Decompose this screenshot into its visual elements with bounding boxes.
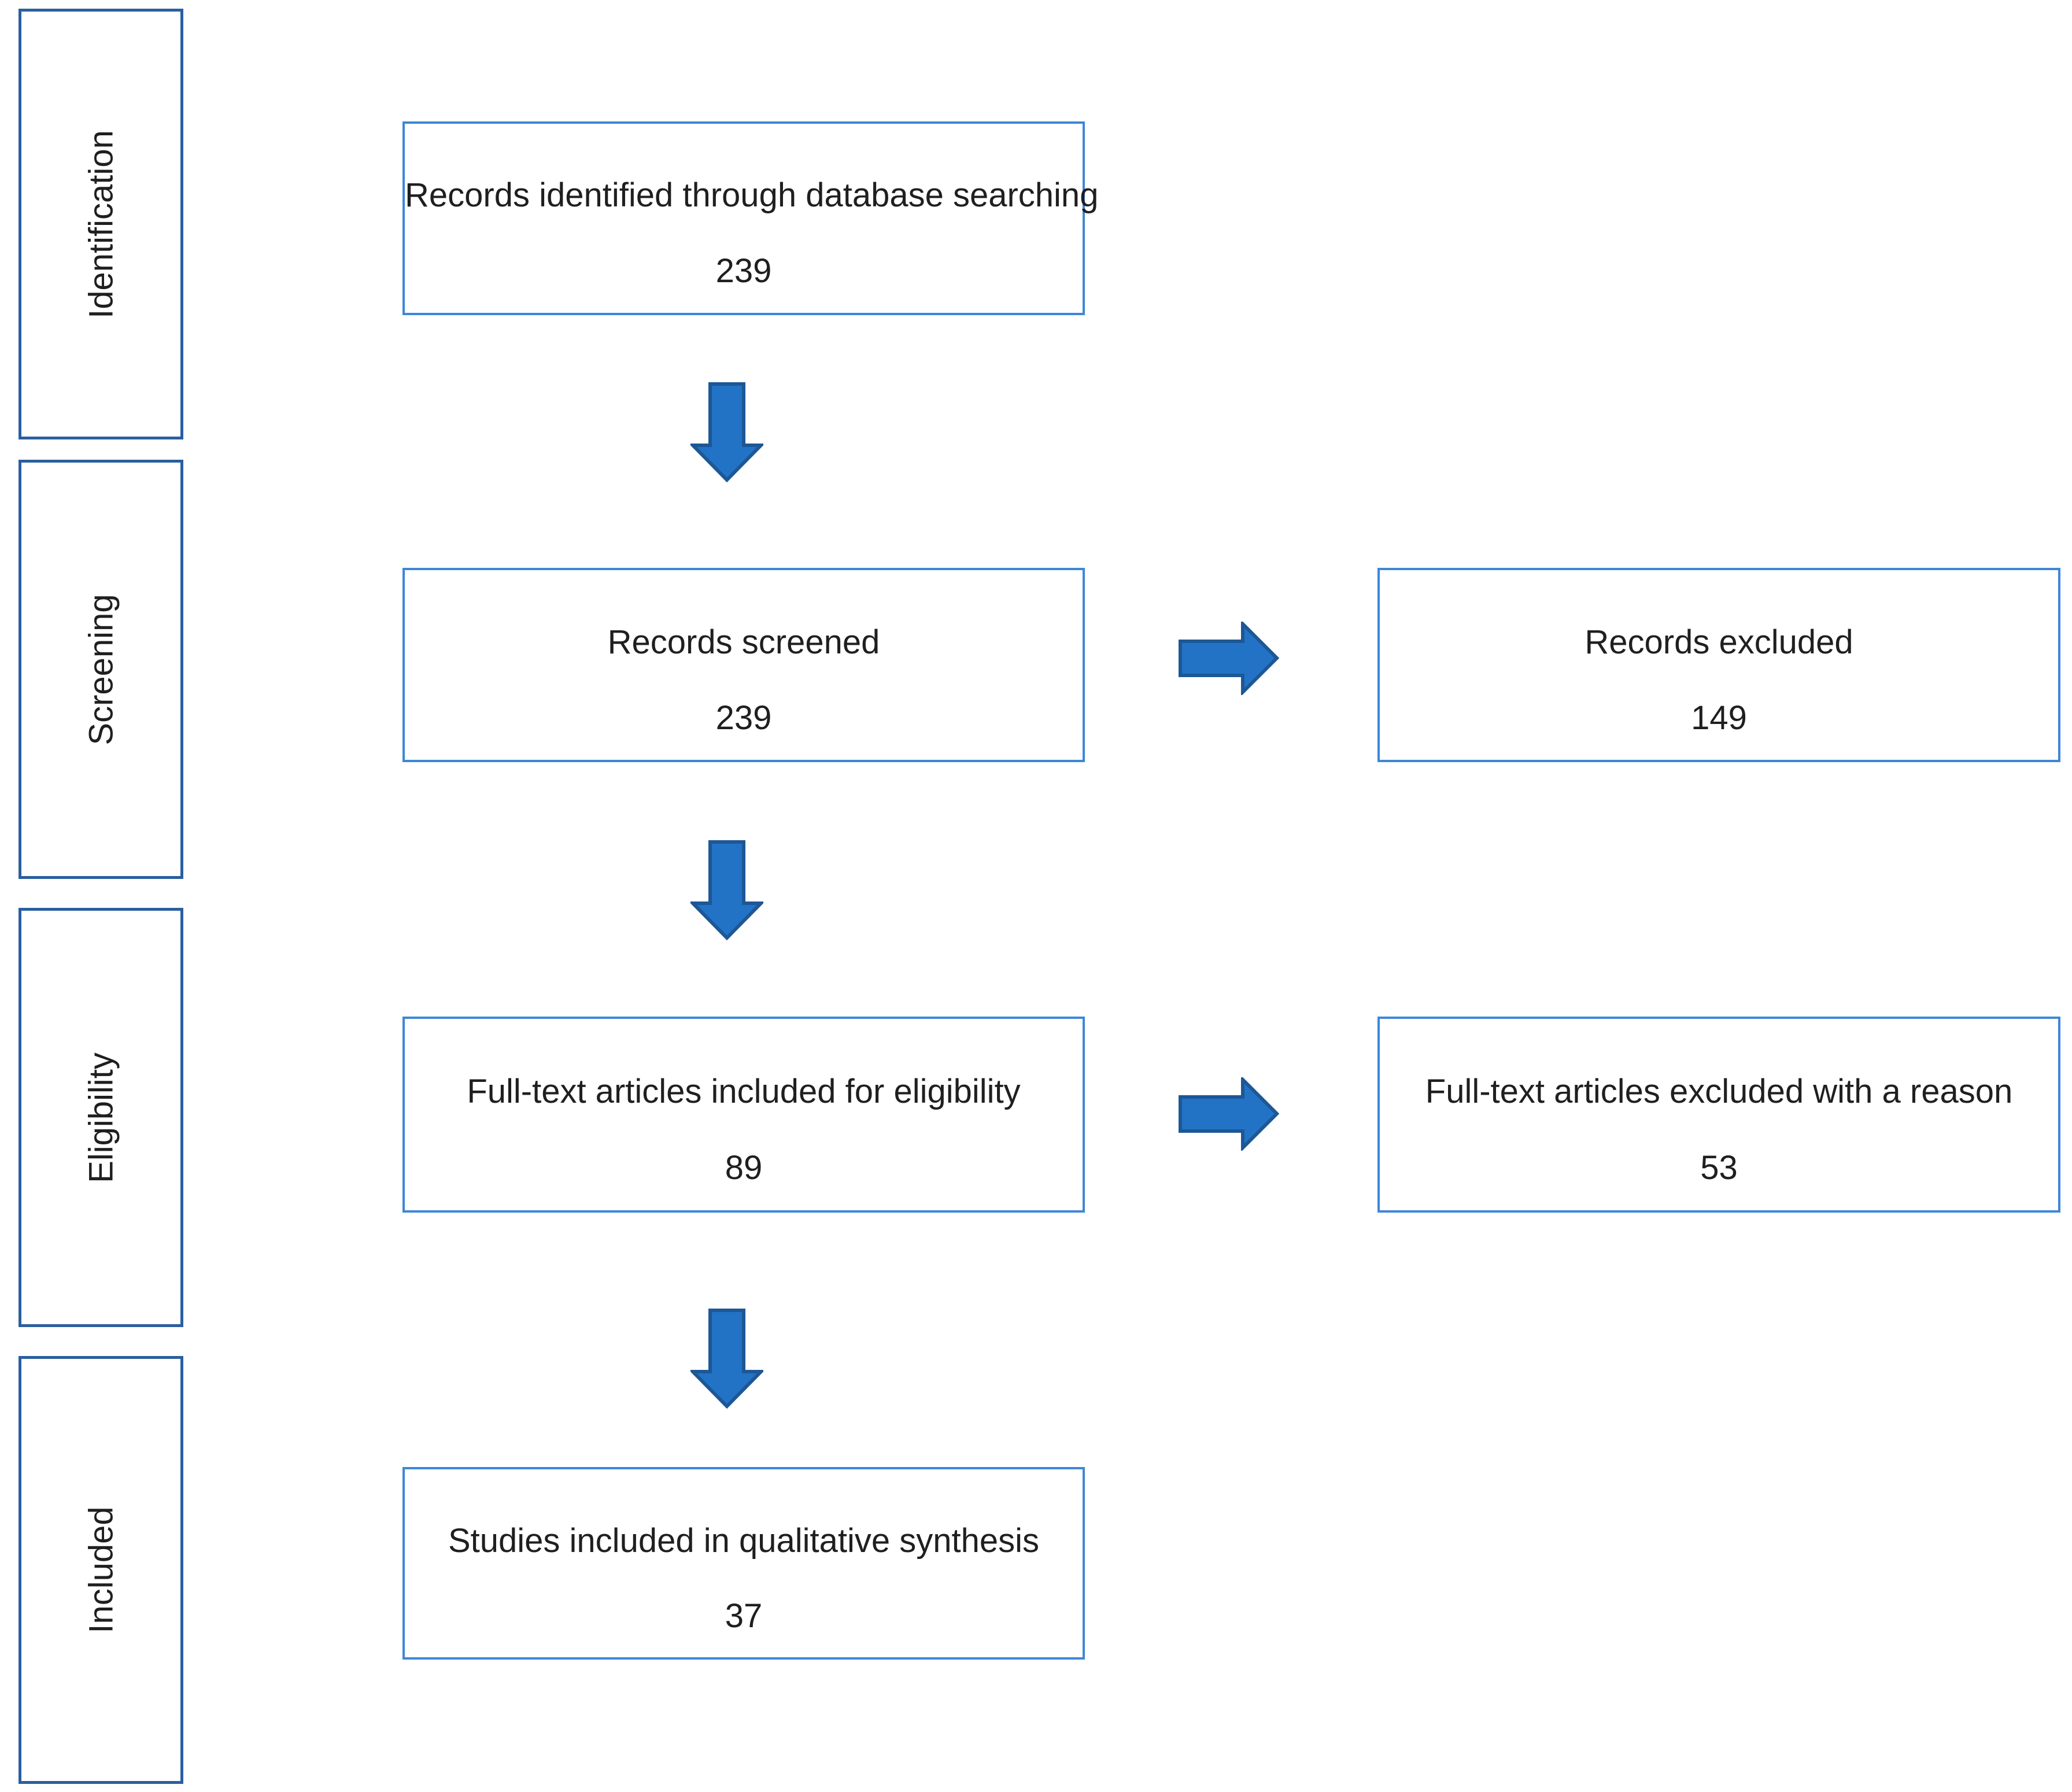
stage-box-identification: Identification — [19, 9, 183, 439]
stage-label-included: Included — [82, 1506, 120, 1634]
records-identified-count: 239 — [715, 252, 772, 290]
flow-box-records-identified: Records identified through database sear… — [402, 121, 1099, 315]
stage-box-eligibility: Eligibility — [19, 908, 183, 1327]
records-screened-label: Records screened — [607, 623, 880, 661]
side-box-fulltext-excluded: Full-text articles excluded with a reaso… — [1377, 1017, 2060, 1213]
down-arrow-icon-3 — [690, 1309, 763, 1409]
stage-box-included: Included — [19, 1356, 183, 1784]
side-box-records-excluded: Records excluded 149 — [1377, 568, 2060, 762]
down-arrow-icon-1 — [690, 382, 763, 482]
fulltext-excluded-label: Full-text articles excluded with a reaso… — [1425, 1072, 2013, 1110]
flow-box-studies-included: Studies included in qualitative synthesi… — [402, 1467, 1085, 1660]
records-excluded-count: 149 — [1691, 699, 1747, 737]
right-arrow-icon-1 — [1179, 622, 1279, 695]
studies-included-label: Studies included in qualitative synthesi… — [448, 1521, 1040, 1560]
records-screened-count: 239 — [715, 699, 772, 737]
fulltext-included-count: 89 — [725, 1149, 763, 1187]
records-excluded-label: Records excluded — [1585, 623, 1853, 661]
down-arrow-icon-2 — [690, 840, 763, 940]
fulltext-included-label: Full-text articles included for eligibil… — [467, 1072, 1021, 1110]
stage-box-screening: Screening — [19, 460, 183, 879]
stage-label-screening: Screening — [82, 593, 120, 745]
stage-label-eligibility: Eligibility — [82, 1052, 120, 1183]
studies-included-count: 37 — [725, 1597, 763, 1635]
right-arrow-icon-2 — [1179, 1077, 1279, 1151]
stage-label-identification: Identification — [82, 130, 120, 319]
flow-box-fulltext-included: Full-text articles included for eligibil… — [402, 1017, 1085, 1213]
records-identified-label: Records identified through database sear… — [405, 176, 1099, 215]
flow-box-records-screened: Records screened 239 — [402, 568, 1085, 762]
fulltext-excluded-count: 53 — [1700, 1149, 1738, 1187]
